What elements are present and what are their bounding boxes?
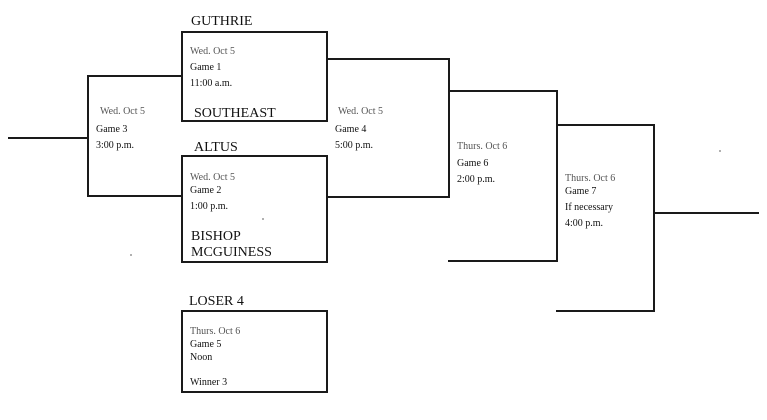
game-2-name: Game 2: [190, 185, 222, 196]
game-4-top-line: [326, 58, 450, 60]
game-6-date: Thurs. Oct 6: [457, 141, 508, 152]
game-7-note: If necessary: [565, 202, 614, 213]
game-6-top-line: [448, 90, 558, 92]
game-4-time: 5:00 p.m.: [335, 140, 374, 151]
game-2-date: Wed. Oct 5: [190, 172, 236, 183]
game-5-box: [181, 310, 328, 393]
game-7-vertical-line: [653, 124, 655, 312]
game-7-date: Thurs. Oct 6: [565, 173, 616, 184]
scan-speck: [719, 150, 721, 152]
game-3-date: Wed. Oct 5: [100, 106, 146, 117]
team-guthrie: GUTHRIE: [191, 14, 253, 29]
game-4-name: Game 4: [335, 124, 367, 135]
game-1-date: Wed. Oct 5: [190, 46, 236, 57]
game-3-top-line: [87, 75, 182, 77]
game-2-time: 1:00 p.m.: [190, 201, 229, 212]
game-4-bottom-line: [326, 196, 450, 198]
team-bishop-mcguiness-line1: BISHOP: [191, 229, 241, 244]
game-5-time: Noon: [190, 352, 213, 363]
game-5-note: Winner 3: [190, 377, 228, 388]
game-4-date: Wed. Oct 5: [338, 106, 384, 117]
team-bishop-mcguiness-line2: MCGUINESS: [191, 245, 272, 260]
game-5-name: Game 5: [190, 339, 222, 350]
game-4-vertical-line: [448, 58, 450, 198]
game-6-bottom-line: [448, 260, 558, 262]
game-3-time: 3:00 p.m.: [96, 140, 135, 151]
game-1-box: [181, 31, 328, 122]
champion-line: [653, 212, 759, 214]
game-1-time: 11:00 a.m.: [190, 78, 233, 89]
game-7-bottom-line: [556, 310, 655, 312]
game-7-time: 4:00 p.m.: [565, 218, 604, 229]
team-loser-4: LOSER 4: [189, 294, 244, 309]
game-5-date: Thurs. Oct 6: [190, 326, 241, 337]
game-3-bottom-line: [87, 195, 182, 197]
game-6-time: 2:00 p.m.: [457, 174, 496, 185]
game-6-vertical-line: [556, 90, 558, 262]
team-southeast: SOUTHEAST: [194, 106, 276, 121]
team-altus: ALTUS: [194, 140, 238, 155]
game-3-name: Game 3: [96, 124, 128, 135]
game-3-vertical-line: [87, 75, 89, 197]
scan-speck: [262, 218, 264, 220]
game-2-box: [181, 155, 328, 263]
game-6-name: Game 6: [457, 158, 489, 169]
game-7-name: Game 7: [565, 186, 597, 197]
game-1-name: Game 1: [190, 62, 222, 73]
scan-speck: [130, 254, 132, 256]
game-7-top-line: [556, 124, 655, 126]
game-3-winner-line: [8, 137, 89, 139]
